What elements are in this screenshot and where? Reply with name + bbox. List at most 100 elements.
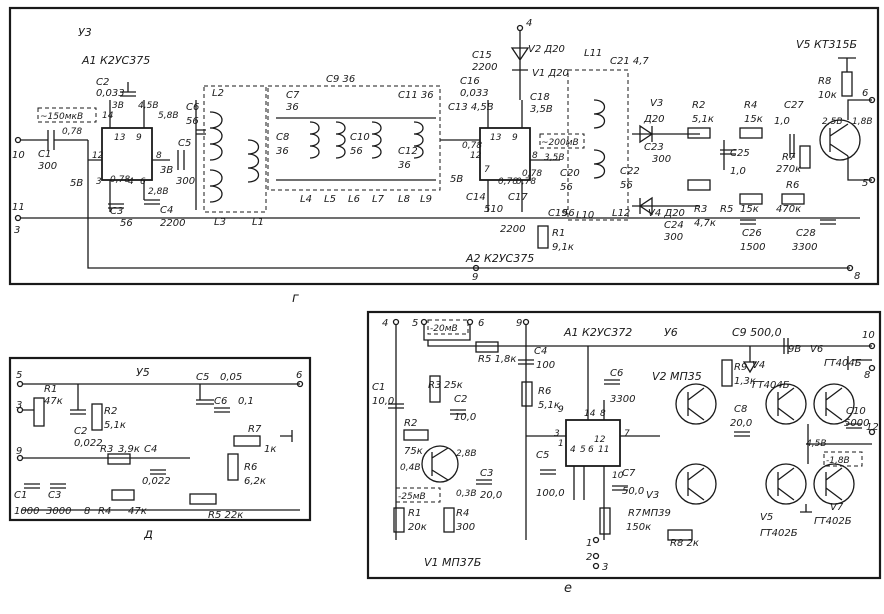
label-e-v03: 0,3В bbox=[456, 489, 477, 499]
label-e-c6v: 3300 bbox=[610, 394, 635, 405]
label-c3v: 56 bbox=[120, 218, 133, 229]
label-c13: C13 4,5В bbox=[448, 102, 494, 113]
label-e-c5v: 100,0 bbox=[536, 488, 565, 499]
terminal-11 bbox=[14, 214, 22, 222]
panel-d-title: У5 bbox=[136, 366, 150, 379]
panel-e: У6 4 5 6 9 -20мВ R5 1,8к C1 10,0 R3 25к … bbox=[366, 310, 882, 596]
label-c26v: 1500 bbox=[740, 242, 765, 253]
cap-c2 bbox=[120, 82, 136, 97]
label-d-c4v: 0,022 bbox=[142, 476, 171, 487]
cap-c1 bbox=[47, 130, 55, 150]
label-c17: C17 bbox=[508, 192, 528, 203]
box-e-18 bbox=[823, 451, 863, 467]
label-e-v04: 0,4В bbox=[400, 463, 421, 473]
label-v078b: 0,78 bbox=[110, 175, 130, 185]
transistor-e-v1-leads bbox=[431, 447, 449, 481]
label-r7v: 270к bbox=[776, 164, 801, 175]
label-e-r2: R2 bbox=[404, 418, 417, 429]
label-c9: C9 36 bbox=[326, 74, 355, 85]
transistor-e-v6a-leads bbox=[777, 387, 795, 421]
label-e-r6: R6 bbox=[538, 386, 551, 397]
e-a1-pin-5: 5 bbox=[580, 445, 586, 455]
coils-l10-l11 bbox=[593, 99, 606, 179]
label-v18: 1,8В bbox=[852, 117, 873, 127]
label-d-c3v: 3000 bbox=[46, 506, 71, 517]
label-e-n9: 9 bbox=[516, 318, 522, 329]
label-e-n3: 3 bbox=[602, 562, 608, 573]
label-e-v3v: МП39 bbox=[642, 508, 671, 519]
label-c21: C21 4,7 bbox=[610, 56, 649, 67]
resistor-d-r4 bbox=[111, 489, 135, 501]
label-e-r5: R5 1,8к bbox=[478, 354, 516, 365]
label-l6: L6 bbox=[348, 194, 360, 205]
resistor-e-r5 bbox=[475, 341, 499, 353]
label-e-c4: C4 bbox=[534, 346, 547, 357]
coil-l1 bbox=[247, 139, 260, 183]
label-c6: C6 bbox=[186, 102, 199, 113]
e-output-wiring bbox=[800, 424, 872, 513]
label-c26: C26 bbox=[742, 228, 762, 239]
resistor-d-r7 bbox=[233, 435, 261, 447]
label-c2v: 0,033 bbox=[96, 88, 125, 99]
label-e-c1v: 10,0 bbox=[372, 396, 394, 407]
resistor-d-r6 bbox=[227, 453, 239, 481]
cap-e-c9 bbox=[783, 338, 789, 354]
label-c14: C14 bbox=[466, 192, 486, 203]
diode-e-v4 bbox=[742, 346, 758, 374]
label-c11: C11 36 bbox=[398, 90, 434, 101]
a1-pin-13: 13 bbox=[114, 133, 126, 143]
label-r5v: 15к bbox=[740, 204, 759, 215]
terminal-10 bbox=[14, 136, 22, 144]
terminal-4 bbox=[516, 24, 524, 32]
label-c27v: 1,0 bbox=[774, 116, 790, 127]
coil-l2-l3 bbox=[195, 100, 223, 210]
cap-c4 bbox=[144, 199, 160, 205]
label-c16v: 0,033 bbox=[460, 88, 489, 99]
label-e-r9v: 1,3к bbox=[734, 376, 756, 387]
resistor-r3 bbox=[687, 179, 711, 191]
wire-bottom bbox=[87, 140, 850, 269]
transistor-e-v6a bbox=[765, 383, 807, 425]
label-v45: 4,5В bbox=[138, 101, 159, 111]
terminal-e-8 bbox=[868, 364, 876, 372]
label-d-r3v: 3,9к bbox=[118, 444, 140, 455]
label-e-n4: 4 bbox=[382, 318, 388, 329]
resistor-e-r9 bbox=[721, 359, 733, 387]
resistor-e-r3 bbox=[429, 375, 441, 403]
transistor-v5 bbox=[819, 119, 861, 161]
label-l11: L11 bbox=[584, 48, 602, 59]
label-c28: C28 bbox=[796, 228, 816, 239]
label-e-u20: -20мВ bbox=[430, 324, 458, 334]
ground-d bbox=[280, 430, 293, 442]
label-c19: C19 bbox=[548, 208, 568, 219]
label-v078a: 0,78 bbox=[62, 127, 82, 137]
chip-a2 bbox=[479, 127, 531, 181]
label-c16: C16 bbox=[460, 76, 480, 87]
label-l8: L8 bbox=[398, 194, 410, 205]
label-l5: L5 bbox=[324, 194, 336, 205]
label-l2: L2 bbox=[212, 88, 224, 99]
a2-pin-8: 8 bbox=[532, 151, 538, 161]
cap-c5 bbox=[177, 150, 185, 170]
box-e-25mv bbox=[395, 487, 441, 503]
e-rails bbox=[395, 324, 872, 540]
label-e-c2: C2 bbox=[454, 394, 467, 405]
cap-e-c1 bbox=[388, 403, 404, 409]
terminal-5 bbox=[868, 176, 876, 184]
label-e-c2v: 10,0 bbox=[454, 412, 476, 423]
label-c12v: 36 bbox=[398, 160, 411, 171]
e-a1-pin-9: 9 bbox=[558, 405, 564, 415]
label-c22v: 56 bbox=[620, 180, 633, 191]
a1-pin-8: 8 bbox=[156, 151, 162, 161]
label-d-c1: C1 bbox=[14, 490, 27, 501]
diode-v3 bbox=[632, 124, 700, 144]
filter-rails bbox=[276, 117, 436, 181]
cap-e-c8 bbox=[734, 431, 750, 437]
label-l7: L7 bbox=[372, 194, 385, 205]
label-c10v: 56 bbox=[350, 146, 363, 157]
label-e-r8: R8 2к bbox=[670, 538, 699, 549]
label-e-v5: V5 bbox=[760, 512, 773, 523]
label-l1: L1 bbox=[252, 217, 264, 228]
panel-d-frame bbox=[8, 356, 312, 522]
